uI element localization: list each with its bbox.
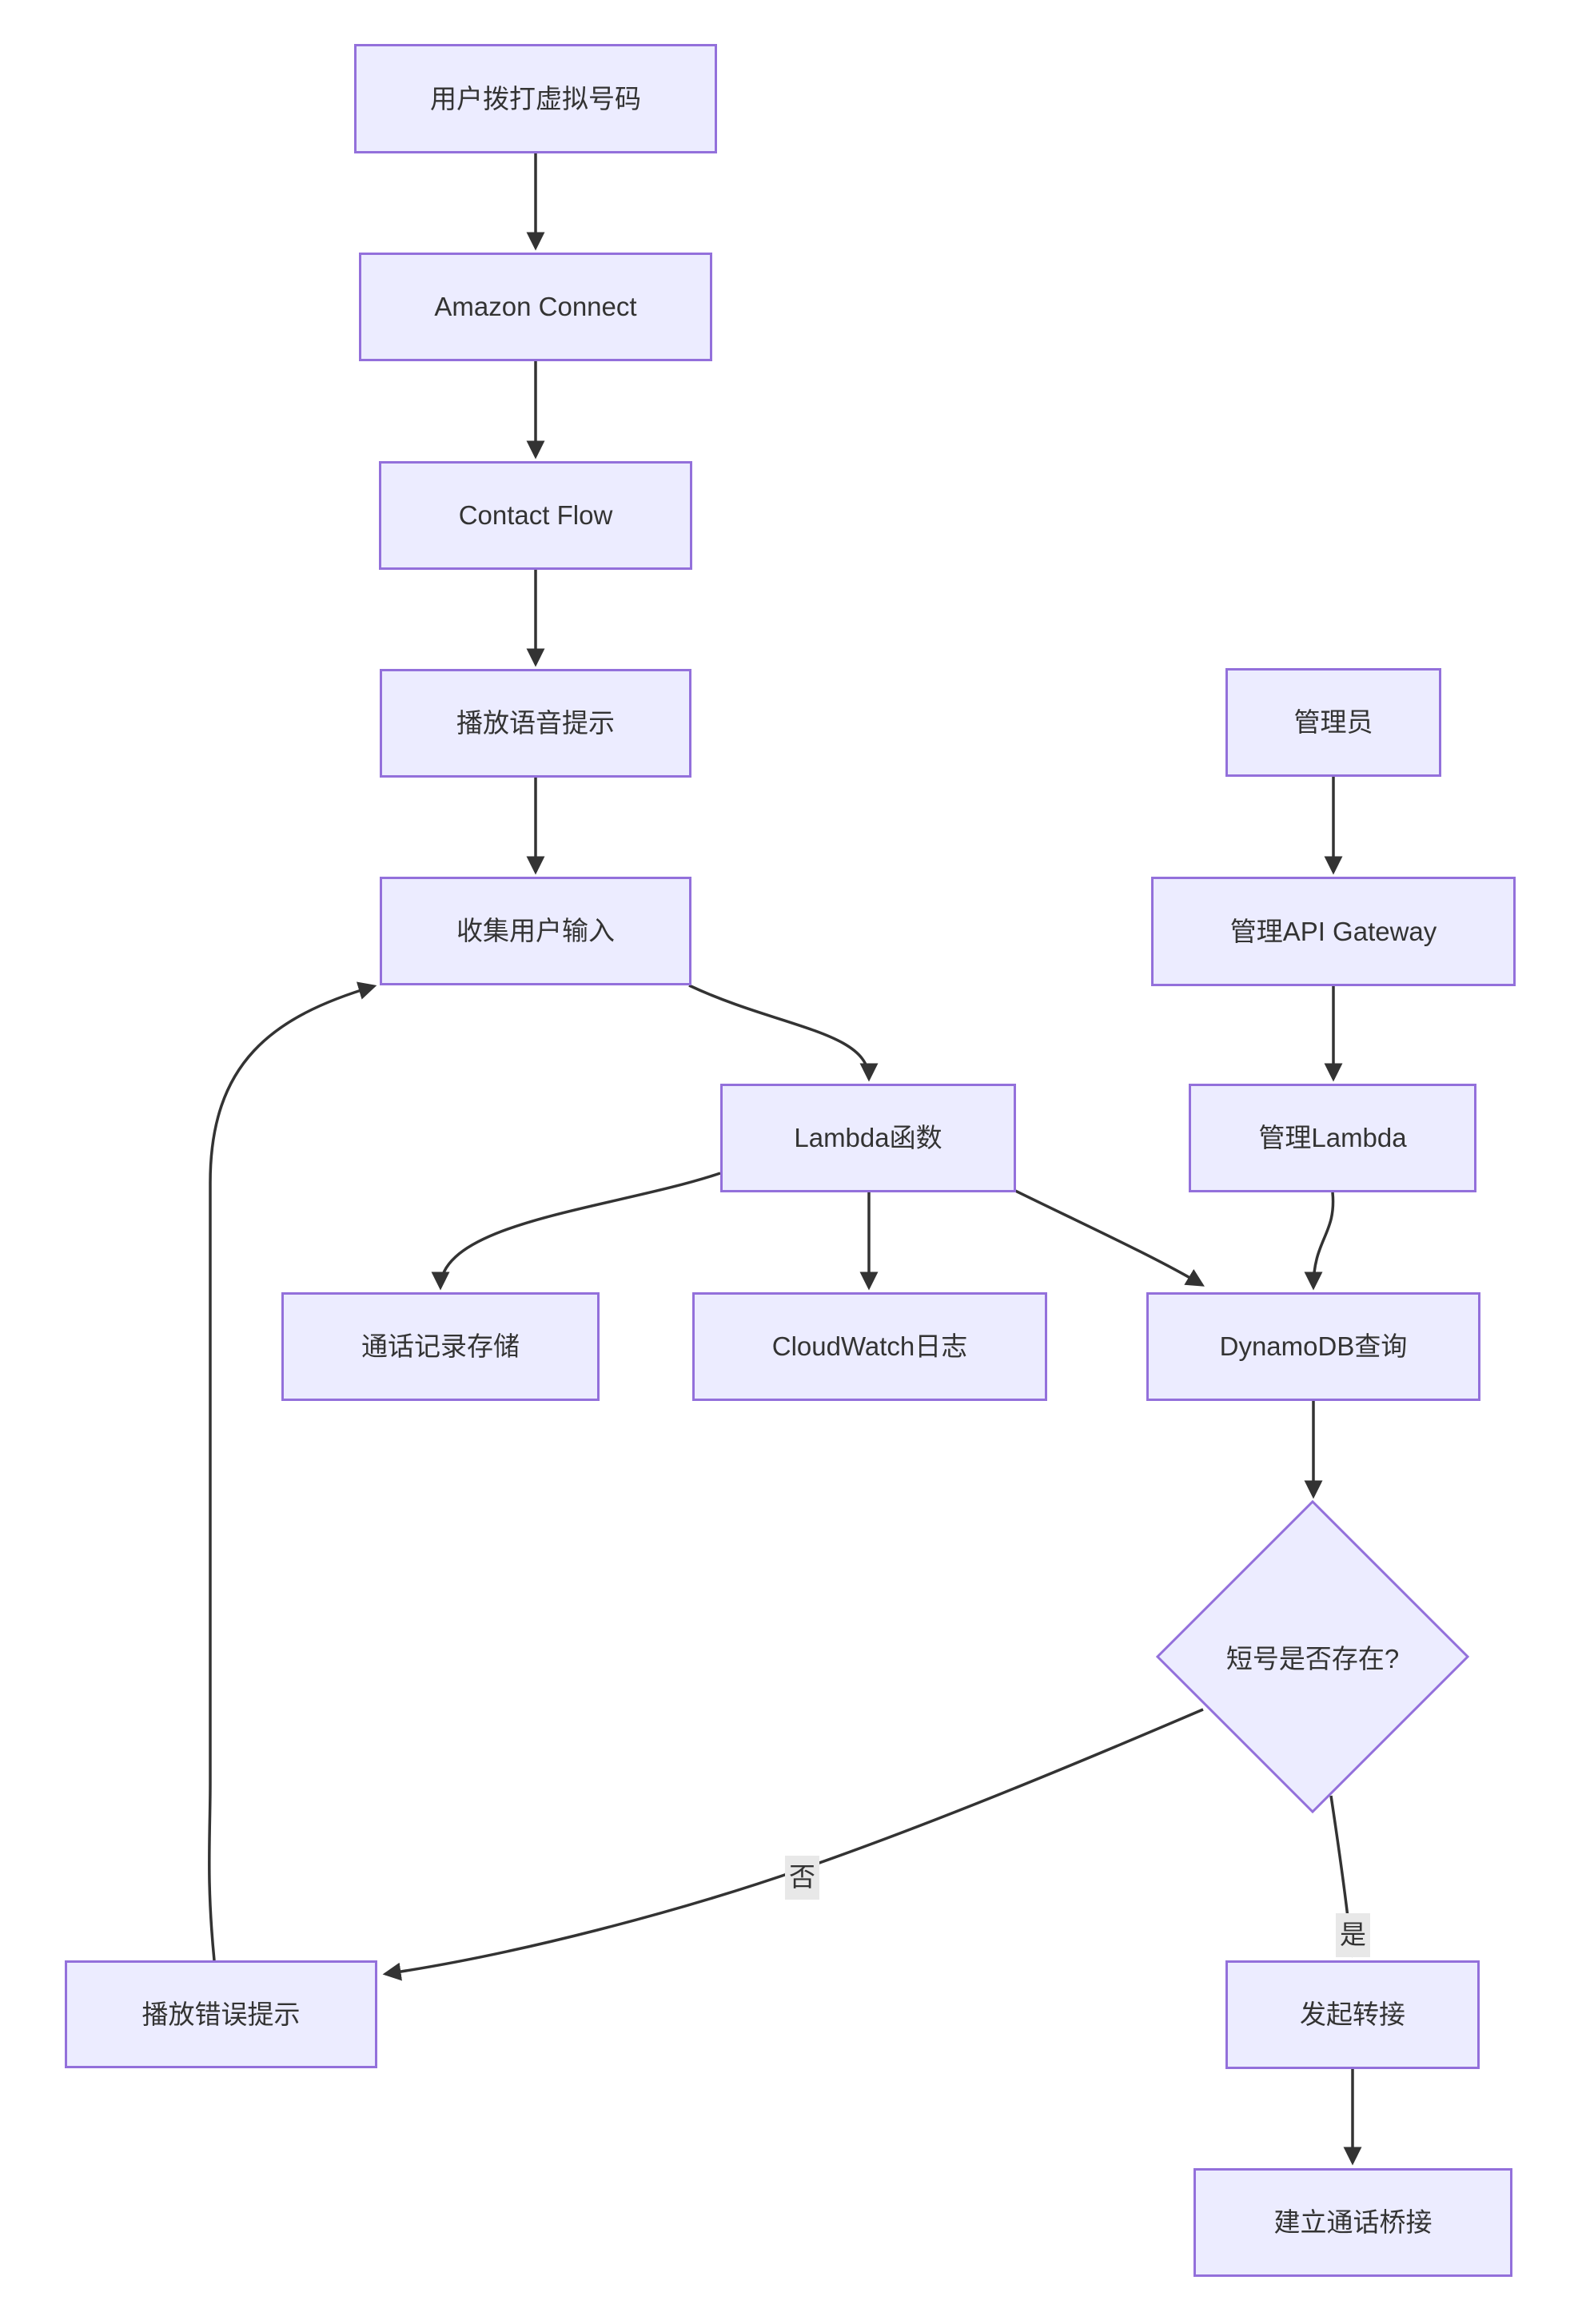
node-dial-label: 用户拨打虚拟号码 xyxy=(430,83,641,113)
node-lambda: Lambda函数 xyxy=(720,1084,1016,1192)
node-play-error-prompt: 播放错误提示 xyxy=(65,1960,377,2068)
node-initiate-transfer: 发起转接 xyxy=(1225,1960,1480,2069)
node-dynamodb-query-label: DynamoDB查询 xyxy=(1219,1331,1408,1362)
node-play-prompt-label: 播放语音提示 xyxy=(456,708,615,738)
node-contact-flow: Contact Flow xyxy=(379,461,692,570)
node-play-prompt: 播放语音提示 xyxy=(380,669,691,778)
node-lambda-label: Lambda函数 xyxy=(794,1123,942,1153)
node-admin-lambda-label: 管理Lambda xyxy=(1258,1123,1407,1153)
node-dial: 用户拨打虚拟号码 xyxy=(354,44,717,153)
node-call-record-storage: 通话记录存储 xyxy=(281,1292,600,1401)
node-admin: 管理员 xyxy=(1225,668,1441,777)
node-amazon-connect-label: Amazon Connect xyxy=(434,292,637,322)
edge-lambda-to-storage xyxy=(431,1172,721,1291)
edge-mlambda-to-dynamodb xyxy=(1304,1192,1335,1291)
node-collect-input-label: 收集用户输入 xyxy=(456,916,615,946)
edge-input-to-lambda xyxy=(688,984,879,1082)
node-dynamodb-query: DynamoDB查询 xyxy=(1146,1292,1480,1401)
node-admin-api-gateway: 管理API Gateway xyxy=(1151,877,1516,986)
edge-decision-to-error xyxy=(382,1708,1204,1981)
node-play-error-prompt-label: 播放错误提示 xyxy=(141,1999,301,2029)
node-call-record-storage-label: 通话记录存储 xyxy=(361,1331,520,1362)
node-admin-label: 管理员 xyxy=(1293,707,1373,738)
node-initiate-transfer-label: 发起转接 xyxy=(1300,2000,1405,2030)
edge-label-yes: 是 xyxy=(1336,1913,1370,1957)
node-collect-input: 收集用户输入 xyxy=(380,877,691,985)
node-admin-api-gateway-label: 管理API Gateway xyxy=(1229,916,1437,946)
edge-error-to-input xyxy=(208,981,377,1961)
node-establish-bridge: 建立通话桥接 xyxy=(1193,2168,1512,2277)
edge-lambda-to-dynamodb xyxy=(1008,1186,1205,1287)
node-cloudwatch-logs-label: CloudWatch日志 xyxy=(771,1331,968,1362)
node-contact-flow-label: Contact Flow xyxy=(458,500,613,531)
decision-label: 短号是否存在? xyxy=(1225,1644,1400,1673)
node-establish-bridge-label: 建立通话桥接 xyxy=(1273,2207,1433,2238)
edge-label-no: 否 xyxy=(785,1856,819,1900)
node-cloudwatch-logs: CloudWatch日志 xyxy=(692,1292,1047,1401)
decision-diamond-shape xyxy=(1155,1499,1470,1814)
node-admin-lambda: 管理Lambda xyxy=(1189,1084,1476,1192)
node-amazon-connect: Amazon Connect xyxy=(359,253,712,361)
